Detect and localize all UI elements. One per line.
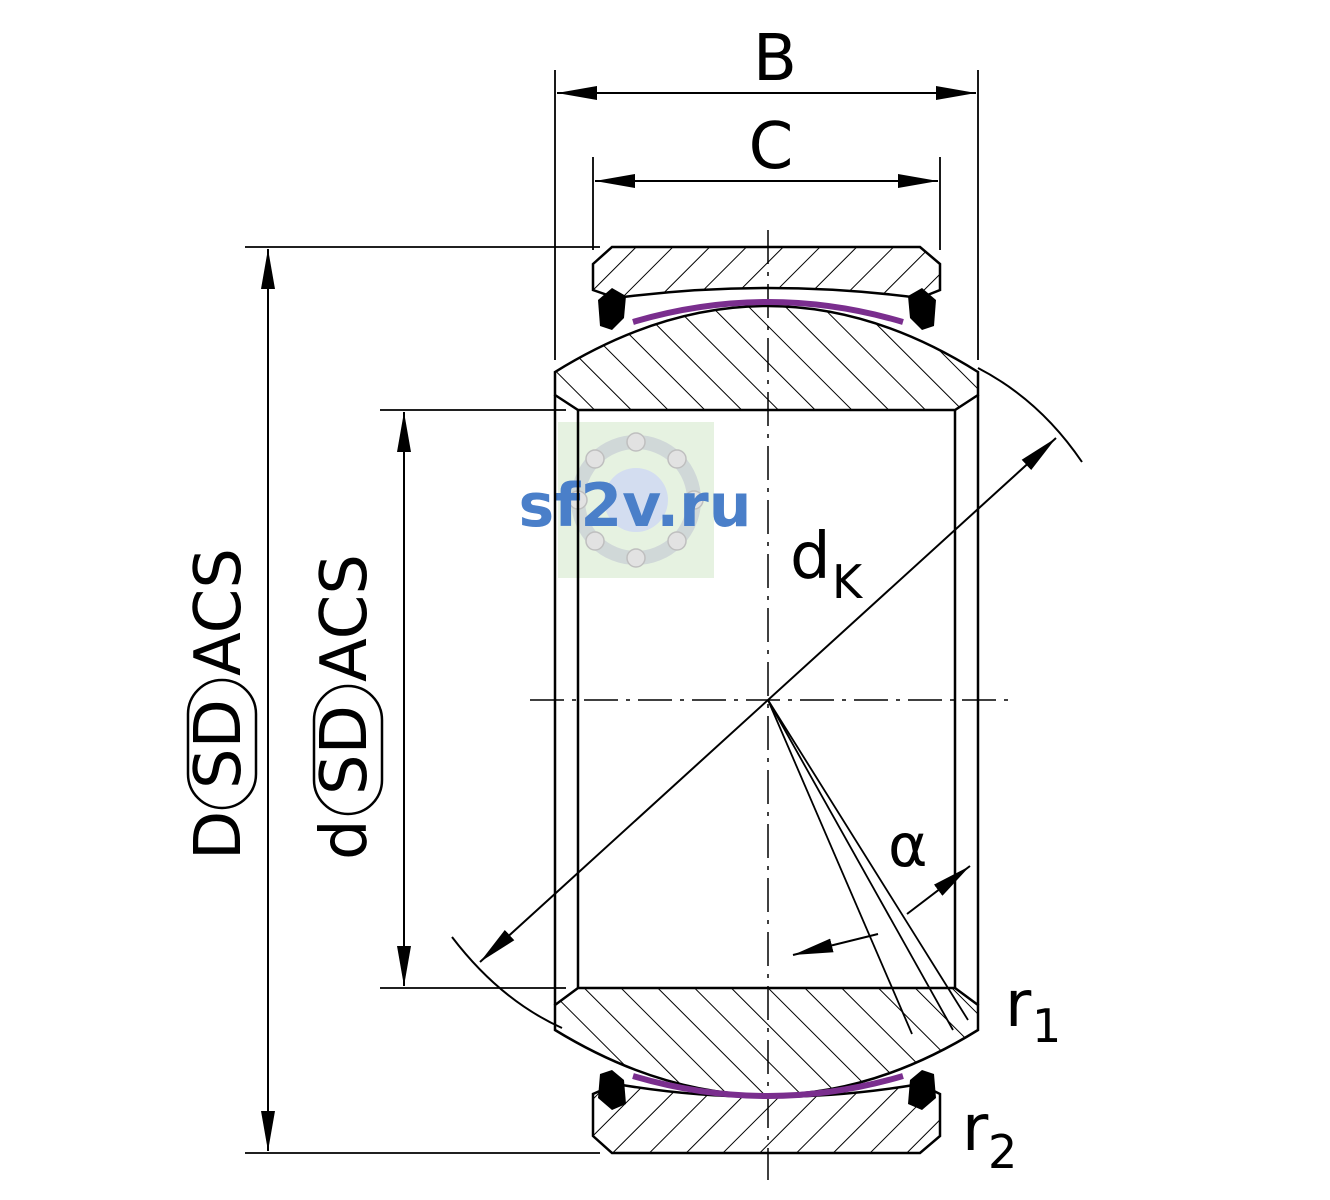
label-d-SD: SD — [308, 705, 382, 795]
dim-alpha-left — [792, 933, 879, 956]
label-D-group: D SD ACS — [182, 548, 258, 860]
sphere-arcs — [451, 367, 1083, 1029]
label-dK: d K — [790, 520, 864, 609]
watermark: sf2v.ru — [519, 422, 752, 578]
watermark-text: sf2v.ru — [519, 471, 752, 541]
label-r2-main: r — [962, 1092, 989, 1166]
label-d-group: d SD ACS — [308, 554, 384, 860]
label-D-ACS: ACS — [182, 548, 256, 676]
sphere-arc-top — [977, 367, 1083, 463]
label-C: C — [749, 110, 794, 184]
label-D-SD: SD — [182, 699, 256, 789]
label-B: B — [753, 22, 797, 96]
sliding-layer — [632, 299, 904, 1099]
label-d-circle — [312, 684, 384, 816]
label-r1-sub: 1 — [1032, 999, 1061, 1053]
bore-lines — [553, 395, 980, 1005]
label-r1: r 1 — [1005, 968, 1061, 1053]
label-r2-sub: 2 — [988, 1125, 1017, 1179]
angle-lines — [767, 699, 969, 1035]
label-d-ACS: ACS — [308, 554, 382, 682]
label-dK-sub: K — [832, 555, 864, 609]
dim-alpha-right — [906, 865, 971, 915]
label-dK-main: d — [790, 520, 831, 594]
seals — [598, 288, 936, 1110]
label-r2: r 2 — [962, 1092, 1017, 1179]
label-D-circle — [186, 678, 258, 810]
label-D-prefix: D — [182, 811, 256, 860]
outer-ring-top — [591, 245, 942, 300]
label-alpha: α — [888, 811, 928, 881]
label-r1-main: r — [1005, 968, 1032, 1042]
extension-lines — [245, 70, 979, 1154]
label-d-prefix: d — [308, 819, 382, 860]
inner-ring-top — [553, 304, 980, 412]
sphere-arc-bottom — [451, 936, 563, 1029]
